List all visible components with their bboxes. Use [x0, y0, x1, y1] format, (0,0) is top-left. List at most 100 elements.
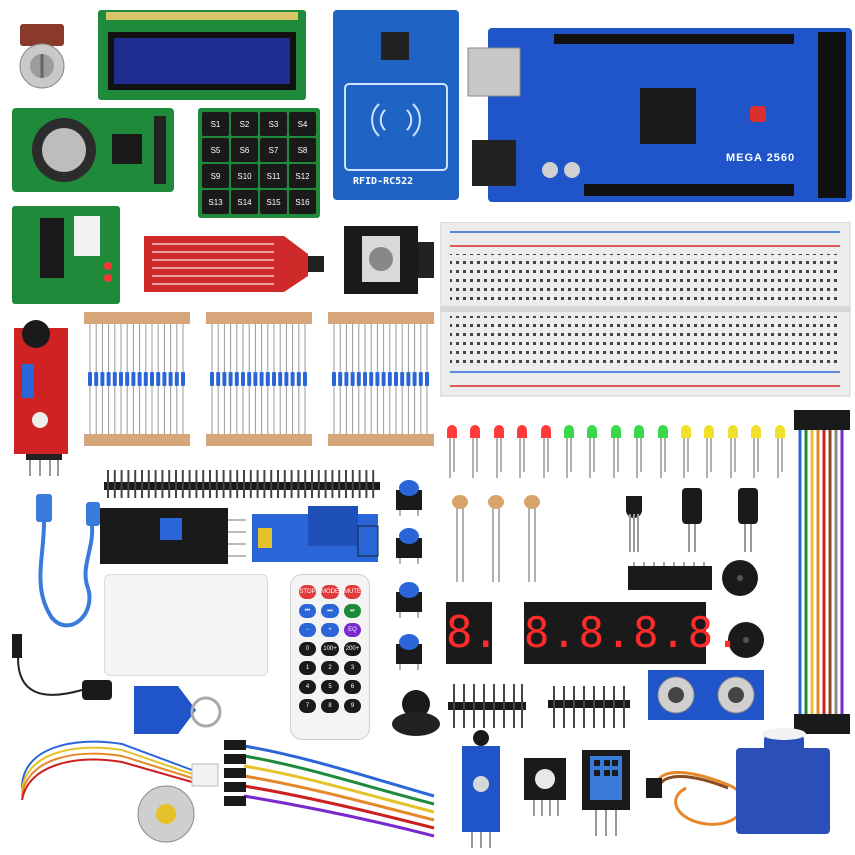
keypad-key[interactable]: S2: [231, 112, 258, 136]
keypad-key[interactable]: S15: [260, 190, 287, 214]
remote-key[interactable]: 7: [299, 699, 316, 713]
remote-key[interactable]: 5: [321, 680, 339, 694]
keypad-key[interactable]: S7: [260, 138, 287, 162]
rgb-led-module-icon: [524, 758, 566, 816]
remote-key[interactable]: STOP: [299, 585, 316, 599]
led-icon: [587, 425, 598, 478]
keypad-key[interactable]: S11: [260, 164, 287, 188]
remote-key[interactable]: −: [299, 623, 316, 637]
ultrasonic-sensor-icon: [648, 670, 764, 720]
remote-key[interactable]: 0: [299, 642, 316, 656]
remote-key[interactable]: 200+: [344, 642, 361, 656]
keypad-key[interactable]: S16: [289, 190, 316, 214]
led-icon: [517, 425, 528, 478]
keypad-key[interactable]: S5: [202, 138, 229, 162]
battery-clip-icon: [12, 634, 112, 700]
servo-motor-icon: [646, 728, 830, 834]
rtc-module-icon: [12, 108, 174, 192]
keypad-key[interactable]: S8: [289, 138, 316, 162]
lcd-module-icon: [98, 10, 306, 100]
remote-key[interactable]: 4: [299, 680, 316, 694]
ic-chip-icon: [628, 562, 712, 590]
led-icon: [610, 425, 621, 478]
remote-key[interactable]: +: [321, 623, 339, 637]
pin-header-angled-icon: [548, 686, 630, 728]
remote-key[interactable]: 6: [344, 680, 361, 694]
potentiometer-icon: [19, 24, 65, 89]
keyfob-icon: [134, 686, 222, 734]
keypad-key[interactable]: S12: [289, 164, 316, 188]
push-button-icon: [396, 528, 422, 564]
relay-module-icon: [252, 506, 379, 562]
keypad-key[interactable]: S3: [260, 112, 287, 136]
dht11-sensor-icon: [582, 750, 630, 836]
push-button-icon: [396, 634, 422, 670]
led-icon: [774, 425, 785, 478]
stepper-motor-icon: [21, 740, 219, 843]
remote-key[interactable]: EQ: [344, 623, 361, 637]
led-icon: [704, 425, 715, 478]
i2c-adapter-icon: [100, 508, 246, 564]
photoresistor-icon: [524, 495, 540, 582]
remote-key[interactable]: 8: [321, 699, 339, 713]
water-sensor-icon: [144, 236, 324, 292]
keypad-key[interactable]: S6: [231, 138, 258, 162]
capacitor-icon-2: [738, 488, 758, 552]
remote-key[interactable]: MUTE: [344, 585, 361, 599]
push-button-icon: [396, 582, 422, 618]
remote-key[interactable]: MODE: [321, 585, 339, 599]
remote-key[interactable]: ⏮: [299, 604, 316, 618]
keypad-key[interactable]: S10: [231, 164, 258, 188]
led-icon: [681, 425, 691, 478]
keypad-key[interactable]: S9: [202, 164, 229, 188]
remote-key[interactable]: 1: [299, 661, 316, 675]
pin-header-icon: [104, 470, 380, 498]
rfid-module-icon: [333, 10, 459, 200]
remote-key[interactable]: 2: [321, 661, 339, 675]
breadboard-icon: [440, 222, 851, 397]
remote-key[interactable]: ⏯: [344, 604, 361, 618]
led-icon: [727, 425, 738, 478]
keypad-key[interactable]: S1: [202, 112, 229, 136]
remote-key[interactable]: 3: [344, 661, 361, 675]
mega-label: MEGA 2560: [726, 152, 796, 164]
keypad-key[interactable]: S13: [202, 190, 229, 214]
seven-segment-digits: 8.: [446, 607, 499, 658]
push-button-icon: [396, 480, 422, 516]
remote-key[interactable]: ⏭: [321, 604, 339, 618]
usb-cable-icon: [36, 494, 100, 628]
jumper-wires-icon: [794, 410, 850, 734]
flame-sensor-icon: [462, 730, 500, 848]
joystick-module-icon: [344, 226, 434, 294]
seven-segment-4digit-icon: 8.8.8.8.: [524, 602, 743, 664]
led-icon: [493, 425, 504, 478]
led-icon: [540, 425, 551, 478]
remote-key[interactable]: 100+: [321, 642, 339, 656]
photoresistor-icon: [452, 495, 468, 582]
photoresistor-icon: [488, 495, 504, 582]
rfid-label: RFID-RC522: [353, 176, 414, 187]
stepper-driver-icon: [12, 206, 120, 304]
seven-segment-4digit-digits: 8.8.8.8.: [524, 608, 743, 657]
remote-key[interactable]: 9: [344, 699, 361, 713]
keypad-key[interactable]: S14: [231, 190, 258, 214]
led-icon: [470, 425, 481, 478]
led-icon: [564, 425, 574, 478]
pin-header-small-icon: [448, 684, 526, 728]
led-icon: [751, 425, 762, 478]
led-icon: [447, 425, 457, 478]
transistor-icon: [626, 496, 642, 552]
arduino-mega-icon: [467, 28, 852, 202]
resistor-strip-icon: [84, 312, 190, 446]
led-icon: [634, 425, 645, 478]
keypad-key[interactable]: S4: [289, 112, 316, 136]
rfid-card-icon: [104, 574, 268, 676]
jumper-wires-bottom-icon: [224, 740, 435, 838]
joystick-cap-icon: [392, 690, 440, 736]
seven-segment-icon: 8.: [446, 602, 499, 664]
capacitor-icon: [682, 488, 702, 552]
sound-sensor-icon: [14, 320, 68, 476]
